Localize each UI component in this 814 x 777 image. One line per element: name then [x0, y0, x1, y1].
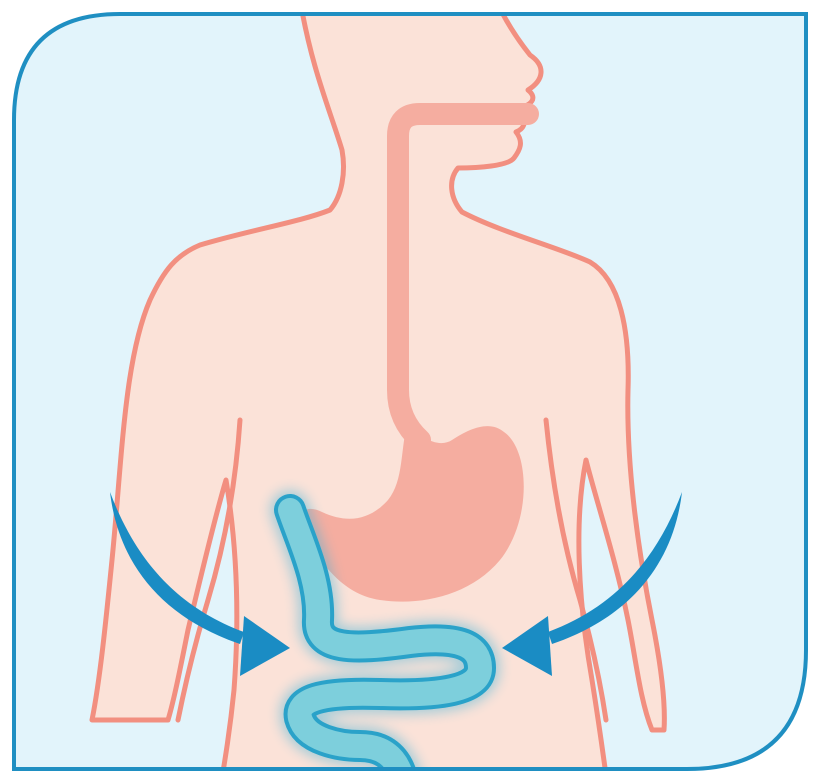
digestive-system-illustration — [0, 0, 814, 777]
illustration-panel — [0, 0, 814, 777]
